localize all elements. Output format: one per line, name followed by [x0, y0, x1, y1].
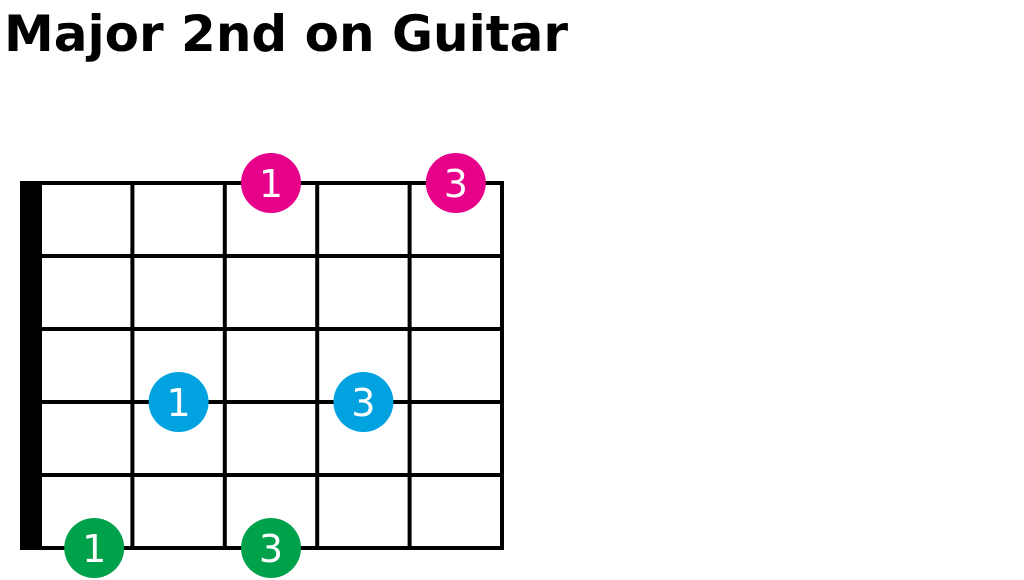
- finger-number-5: 1: [82, 527, 106, 571]
- finger-dot-pink-2: [425, 153, 486, 213]
- finger-number-1: 1: [259, 162, 283, 206]
- finger-dot-pink-1: [241, 153, 301, 213]
- finger-dot-green-6: [241, 518, 301, 578]
- finger-number-3: 1: [167, 381, 191, 425]
- finger-dot-blue-4: [333, 372, 394, 432]
- finger-number-2: 3: [444, 162, 468, 206]
- nut: [20, 181, 42, 550]
- finger-number-6: 3: [259, 527, 283, 571]
- finger-dots: 1 3 1 3 1 3: [64, 153, 486, 578]
- finger-number-4: 3: [351, 381, 375, 425]
- finger-dot-green-5: [64, 518, 125, 578]
- page-title: Major 2nd on Guitar: [4, 5, 569, 63]
- fretboard-grid: [20, 181, 504, 550]
- finger-dot-blue-3: [148, 372, 209, 432]
